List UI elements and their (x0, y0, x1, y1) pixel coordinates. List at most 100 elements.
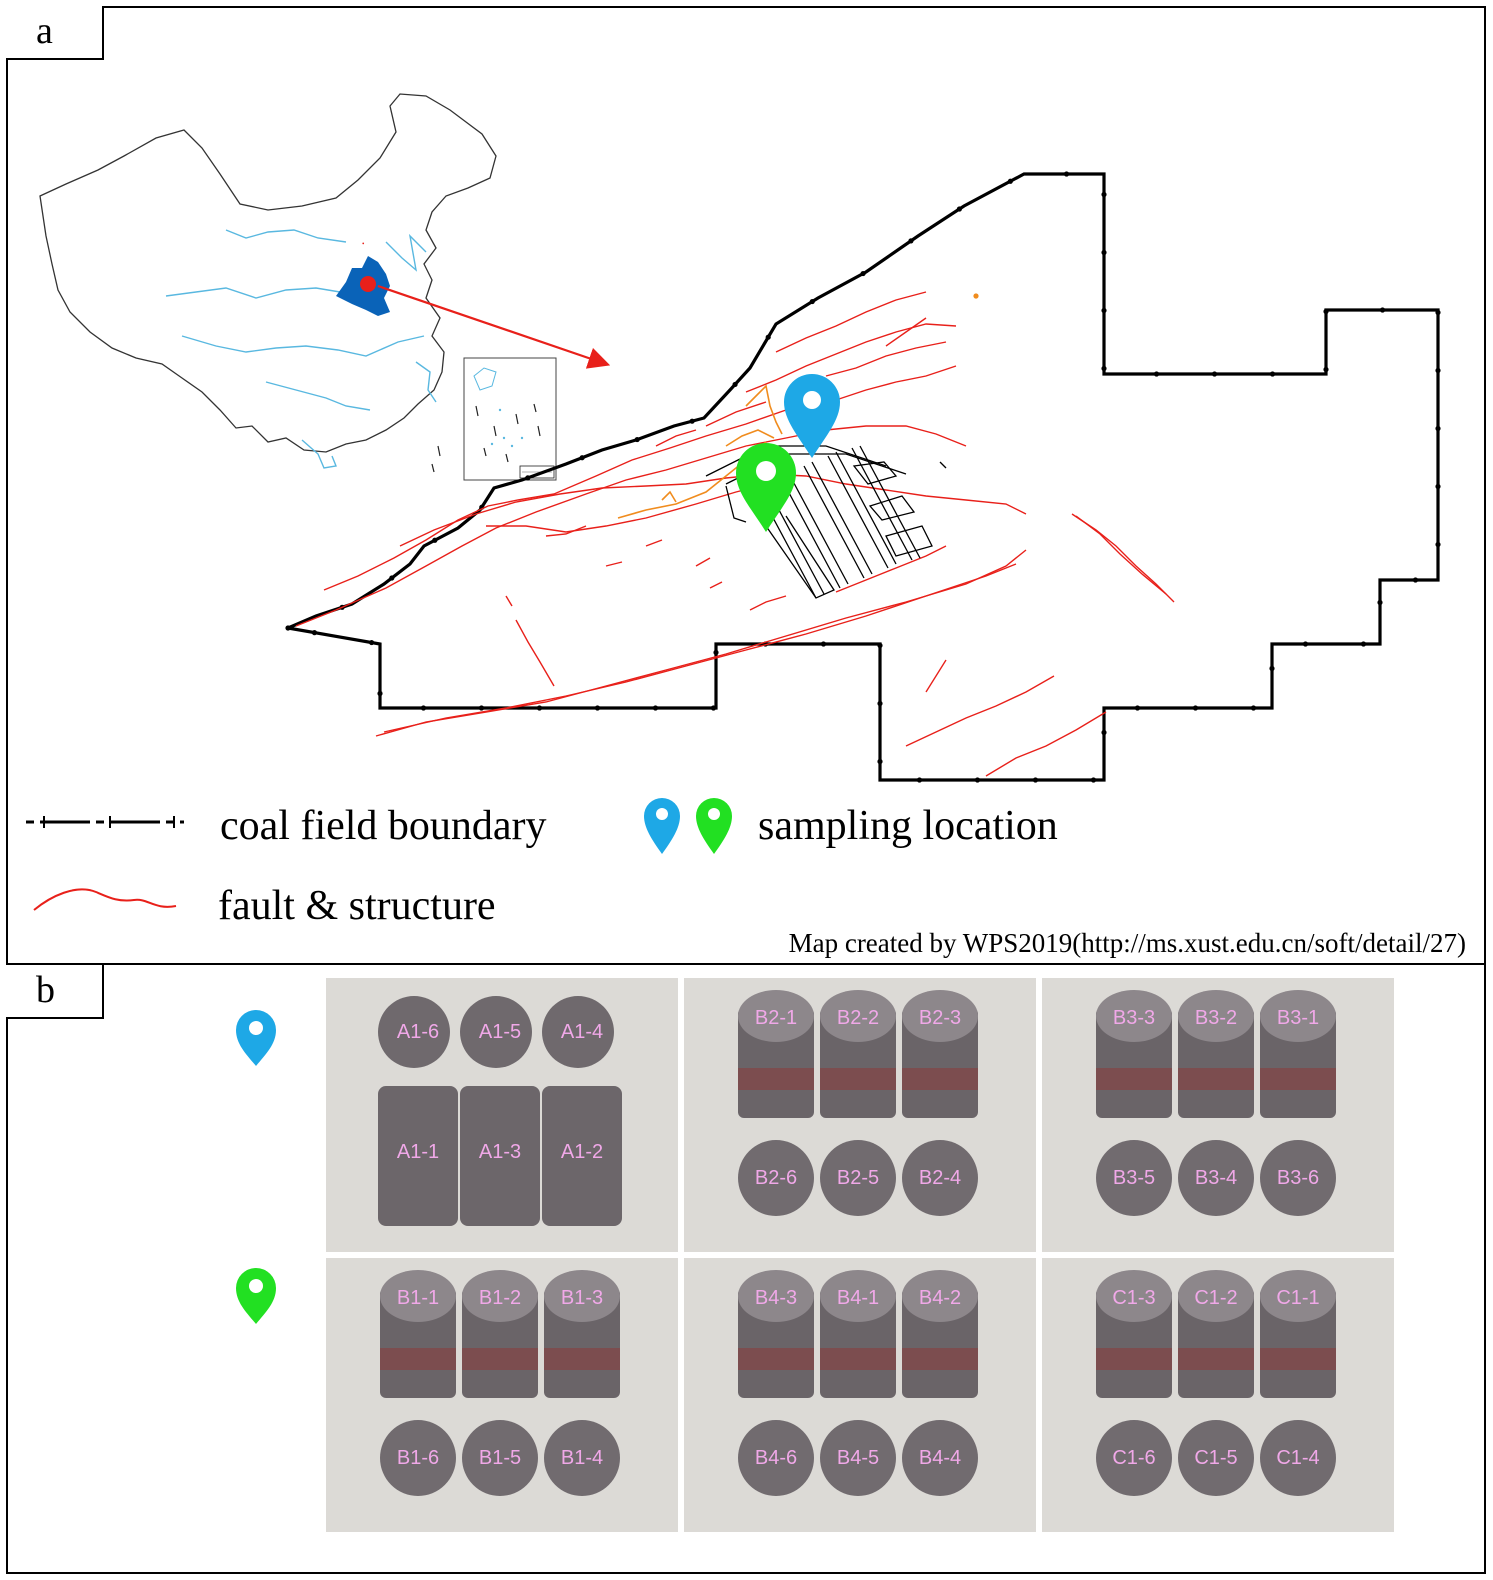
rock-sample: B4-6 (738, 1420, 814, 1496)
location-arrow (377, 284, 611, 369)
sample-label: A1-3 (479, 1141, 521, 1163)
sample-label: C1-1 (1276, 1287, 1319, 1309)
boundary-tick (974, 777, 981, 783)
figure-frame (6, 6, 1486, 1574)
rock-sample: C1-5 (1178, 1420, 1254, 1496)
boundary-tick (1134, 705, 1141, 711)
sample-label: C1-2 (1194, 1287, 1237, 1309)
sample-label: A1-6 (397, 1021, 439, 1043)
coal-field-boundary (287, 172, 1440, 782)
legend-boundary-symbol (26, 816, 184, 828)
boundary-tick (285, 625, 291, 631)
rock-sample: B1-3 (544, 1270, 620, 1398)
rock-sample: A1-2 (542, 1086, 622, 1226)
boundary-tick (765, 334, 771, 340)
sample-photo-drawing: C1-3 C1-2 C1-1C1-6 C1-5 C1-4 (1042, 1258, 1394, 1532)
rock-sample: C1-2 (1178, 1270, 1254, 1398)
boundary-tick (420, 705, 427, 711)
sample-label: B4-6 (755, 1447, 797, 1469)
sample-label: B3-1 (1277, 1007, 1319, 1029)
boundary-tick (1269, 371, 1276, 377)
sample-label: B4-5 (837, 1447, 879, 1469)
boundary-tick (877, 642, 883, 649)
sample-label: B1-6 (397, 1447, 439, 1469)
map-svg: • (26, 93, 1441, 911)
panel-divider (6, 963, 1486, 965)
sample-label: B4-3 (755, 1287, 797, 1309)
sample-label: C1-5 (1194, 1447, 1237, 1469)
rock-sample: C1-1 (1260, 1270, 1336, 1398)
legend-pin-green-icon (696, 798, 732, 854)
sample-label: B3-3 (1113, 1007, 1155, 1029)
location-dot (360, 276, 376, 292)
boundary-tick (1250, 705, 1257, 711)
panel-label-b: b (6, 965, 104, 1019)
boundary-tick (579, 455, 585, 461)
rock-sample: B4-5 (820, 1420, 896, 1496)
boundary-tick (732, 381, 738, 388)
boundary-tick (908, 238, 914, 244)
legend-sampling-label: sampling location (758, 803, 1058, 849)
rock-sample: A1-3 (460, 1086, 540, 1226)
rock-sample: A1-6 (378, 996, 450, 1068)
blue-location-pin-icon (236, 1010, 276, 1066)
legend-fault-label: fault & structure (218, 883, 496, 929)
sample-label: B1-1 (397, 1287, 439, 1309)
rivers (165, 229, 437, 469)
boundary-tick (1323, 366, 1329, 373)
sample-label: B2-3 (919, 1007, 961, 1029)
rock-sample: B1-6 (380, 1420, 456, 1496)
boundary-tick (377, 690, 383, 697)
boundary-tick (1435, 309, 1441, 316)
boundary-tick (689, 418, 695, 424)
map-pin-green-icon (736, 443, 796, 532)
map-pin-blue-icon (784, 374, 840, 458)
sample-label: B1-5 (479, 1447, 521, 1469)
rock-sample: A1-5 (460, 996, 532, 1068)
boundary-tick (877, 758, 883, 765)
sample-label: B3-5 (1113, 1167, 1155, 1189)
rock-sample: A1-4 (542, 996, 614, 1068)
sample-label: B4-4 (919, 1447, 961, 1469)
boundary-tick (389, 575, 395, 581)
rock-sample: B3-3 (1096, 990, 1172, 1118)
boundary-tick (877, 700, 883, 707)
rock-sample: A1-1 (378, 1086, 458, 1226)
boundary-tick (1435, 367, 1441, 374)
boundary-tick (1101, 307, 1107, 314)
rock-sample: C1-3 (1096, 1270, 1172, 1398)
rock-sample: B3-2 (1178, 990, 1254, 1118)
legend-fault-symbol (33, 888, 177, 911)
boundary-tick (1007, 178, 1013, 184)
boundary-tick (1412, 577, 1419, 583)
sample-label: B1-4 (561, 1447, 603, 1469)
rock-sample: B2-6 (738, 1140, 814, 1216)
boundary-tick (1192, 705, 1199, 711)
sample-label: B2-6 (755, 1167, 797, 1189)
sample-label: B2-1 (755, 1007, 797, 1029)
boundary-tick (916, 777, 923, 783)
boundary-tick (369, 639, 375, 646)
panel-label-a: a (6, 6, 104, 60)
sample-label: C1-6 (1112, 1447, 1155, 1469)
boundary-tick (1435, 425, 1441, 432)
rock-sample: B3-1 (1260, 990, 1336, 1118)
map-credit: Map created by WPS2019(http://ms.xust.ed… (788, 928, 1466, 958)
sample-label: B2-2 (837, 1007, 879, 1029)
boundary-tick (1101, 729, 1107, 736)
rock-sample: B2-5 (820, 1140, 896, 1216)
boundary-tick (710, 705, 717, 711)
sample-label: C1-4 (1276, 1447, 1319, 1469)
boundary-tick (1377, 599, 1383, 606)
boundary-tick (820, 641, 827, 647)
boundary-tick (860, 270, 866, 277)
boundary-tick (478, 705, 485, 711)
boundary-tick (432, 537, 438, 543)
boundary-tick (1211, 371, 1218, 377)
boundary-ticks (285, 171, 1441, 783)
capital-marker: • (362, 240, 365, 248)
